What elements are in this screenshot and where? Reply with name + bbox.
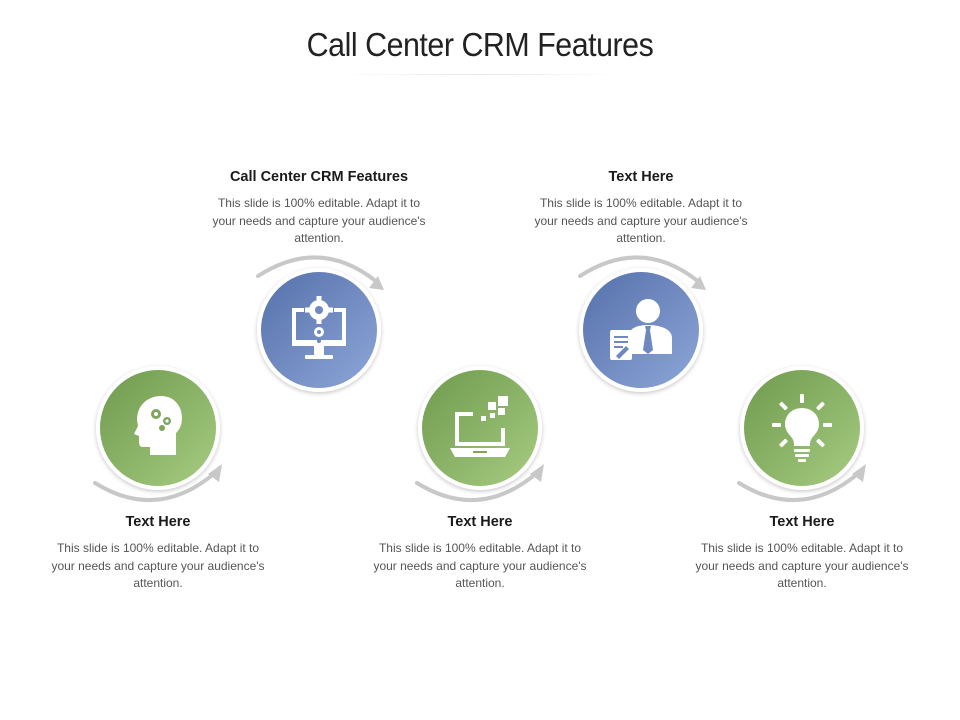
node-5 xyxy=(737,366,866,503)
arc-arrow-1 xyxy=(93,470,218,503)
page-title: Call Center CRM Features xyxy=(306,26,654,63)
arc-arrow-5 xyxy=(737,470,862,503)
node-1 xyxy=(93,366,222,503)
arrowhead-4 xyxy=(691,276,706,290)
node-4 xyxy=(578,255,706,392)
feature-caption-1: Text Here This slide is 100% editable. A… xyxy=(48,514,268,593)
feature-heading-1: Text Here xyxy=(125,514,191,530)
feature-heading-2: Call Center CRM Features xyxy=(229,169,409,185)
feature-body-2: This slide is 100% editable. Adapt it to… xyxy=(212,196,426,245)
feature-caption-3: Text Here This slide is 100% editable. A… xyxy=(370,514,590,593)
arrowhead-5 xyxy=(852,464,866,482)
feature-body-1: This slide is 100% editable. Adapt it to… xyxy=(51,541,265,590)
lightbulb-icon xyxy=(772,394,832,462)
arc-arrow-3 xyxy=(415,470,540,503)
feature-heading-3: Text Here xyxy=(447,514,513,530)
feature-body-3: This slide is 100% editable. Adapt it to… xyxy=(373,541,587,590)
node-circle-3 xyxy=(422,370,538,486)
feature-heading-4: Text Here xyxy=(608,169,674,185)
node-2 xyxy=(256,255,384,392)
arrowhead-3 xyxy=(530,464,544,482)
laptop-icon xyxy=(450,396,510,457)
arc-arrow-4 xyxy=(578,255,701,284)
node-3 xyxy=(415,366,544,503)
title-divider xyxy=(340,74,620,75)
feature-caption-5: Text Here This slide is 100% editable. A… xyxy=(692,514,912,593)
monitor-gears-icon xyxy=(292,296,346,359)
arrowhead-1 xyxy=(208,464,222,482)
feature-caption-2: Call Center CRM Features This slide is 1… xyxy=(209,169,429,248)
feature-caption-4: Text Here This slide is 100% editable. A… xyxy=(531,169,751,248)
arc-arrow-2 xyxy=(256,255,379,284)
feature-body-5: This slide is 100% editable. Adapt it to… xyxy=(695,541,909,590)
businessman-document-icon xyxy=(610,299,672,360)
feature-body-4: This slide is 100% editable. Adapt it to… xyxy=(534,196,748,245)
feature-heading-5: Text Here xyxy=(769,514,835,530)
arrowhead-2 xyxy=(369,276,384,290)
brain-gears-icon xyxy=(134,396,182,455)
